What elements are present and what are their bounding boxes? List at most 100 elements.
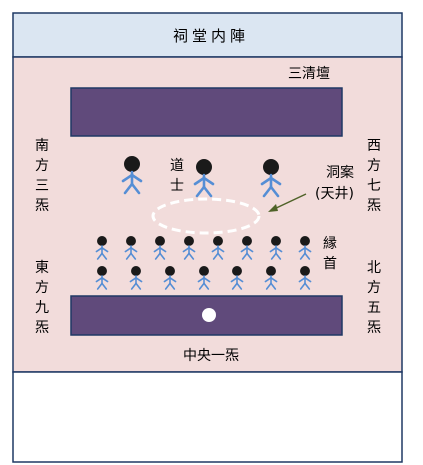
dongan-arrow [271,193,307,211]
person-head [213,236,223,246]
person-limb [135,282,142,290]
person-head [242,236,252,246]
person-head [97,266,107,276]
person-head [263,159,279,175]
person-head [184,236,194,246]
lower-area [12,371,403,463]
altar-top-label: 三清壇 [288,65,330,82]
yuanshou-figures [95,236,312,290]
person-head [97,236,107,246]
person-head [155,236,165,246]
person-limb [304,282,311,290]
person-head [300,266,310,276]
person-head [300,236,310,246]
person-limb [236,282,243,290]
person-limb [304,277,312,283]
person-limb [203,282,210,290]
person-figure [260,159,282,198]
yuanshou-label: 縁首 [323,236,337,272]
person-limb [275,252,282,260]
side-label-char: 炁 [367,320,381,336]
person-figure [124,236,138,260]
person-limb [188,252,195,260]
person-limb [101,252,108,260]
person-limb [198,282,205,290]
daoshi-label: 道士 [170,158,184,194]
person-limb [212,252,219,260]
person-head [271,236,281,246]
person-limb [153,247,161,253]
person-figure [193,159,215,198]
person-limb [275,247,283,253]
person-limb [203,277,211,283]
person-limb [264,277,272,283]
person-limb [241,252,248,260]
person-limb [163,277,171,283]
person-limb [270,277,278,283]
person-limb [95,247,103,253]
person-limb [169,282,176,290]
person-limb [298,277,306,283]
person-figure [95,236,109,260]
person-limb [270,252,277,260]
person-limb [299,252,306,260]
person-limb [197,277,205,283]
side-label-char: 方 [35,280,49,296]
side-label-char: 南 [35,138,49,154]
side-label-char: 炁 [35,198,49,214]
person-limb [123,182,134,195]
dongan-ellipse [151,197,261,235]
person-limb [183,252,190,260]
person-limb [188,247,196,253]
diagram-title: 祠堂内陣 [173,27,249,45]
person-head [266,266,276,276]
person-figure [182,236,196,260]
person-limb [193,176,206,186]
person-limb [159,247,167,253]
dongan-label: 洞案 [326,164,354,181]
person-limb [95,277,103,283]
central-light-marker [202,308,216,322]
person-figure [230,266,244,290]
side-label-char: 五 [367,300,381,316]
person-head [232,266,242,276]
person-figure [264,266,278,290]
side-label-char: 西 [367,138,381,154]
person-limb [246,247,254,253]
person-head [165,266,175,276]
person-figure [121,156,143,195]
person-limb [202,185,213,198]
daoshi-figures [121,156,282,198]
person-limb [260,176,273,186]
person-limb [298,247,306,253]
person-limb [299,282,306,290]
side-label-char: 方 [367,280,381,296]
person-limb [304,247,312,253]
person-limb [202,176,215,186]
person-limb [236,277,244,283]
person-limb [125,252,132,260]
person-limb [96,252,103,260]
person-limb [124,247,132,253]
dongan-arrowhead [268,204,278,212]
person-limb [217,252,224,260]
person-figure [298,266,312,290]
person-limb [154,252,161,260]
person-limb [130,282,137,290]
person-head [199,266,209,276]
side-label-char: 三 [35,178,49,194]
person-limb [270,282,277,290]
person-figure [129,266,143,290]
yuanshou_label-char: 縁 [323,236,337,252]
yuanshou_label-char: 首 [323,256,337,272]
person-limb [130,182,141,195]
person-limb [130,173,143,183]
side-label-char: 東 [35,260,49,276]
side-label-char: 炁 [367,198,381,214]
person-figure [163,266,177,290]
person-limb [101,282,108,290]
